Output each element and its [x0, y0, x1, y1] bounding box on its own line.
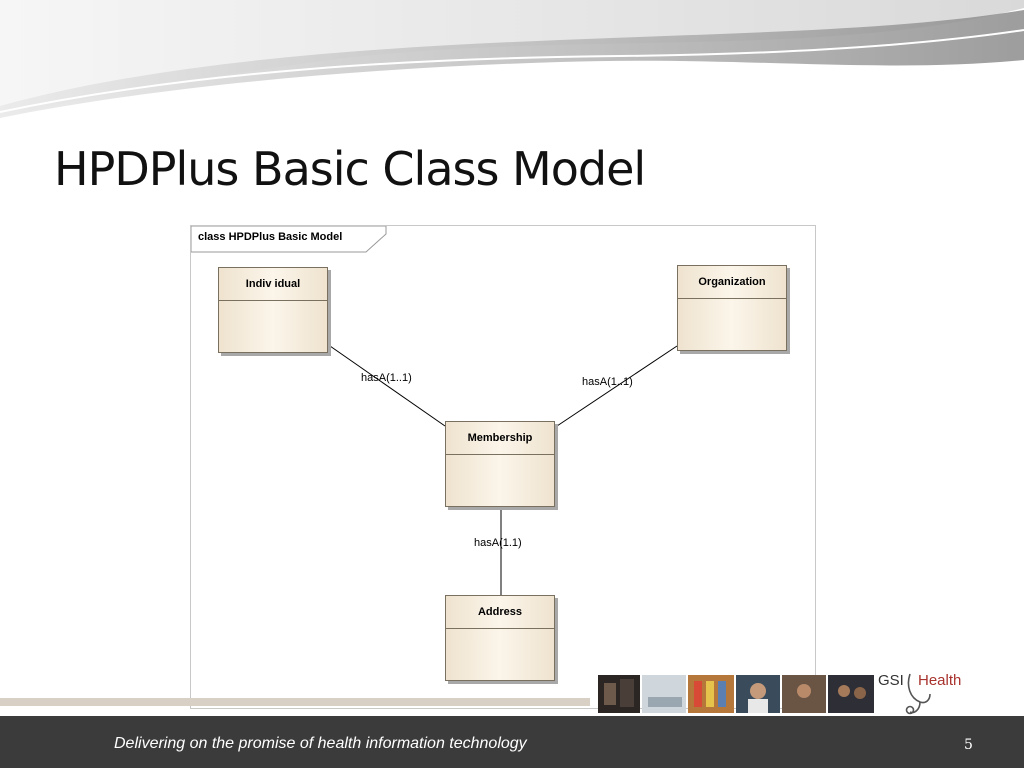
class-name-organization: Organization: [678, 266, 786, 299]
slide-title: HPDPlus Basic Class Model: [54, 142, 646, 196]
slide-number: 5: [964, 737, 973, 753]
logo-text-health: Health: [918, 672, 962, 689]
class-name-address: Address: [446, 596, 554, 629]
association-label-individual: hasA(1..1): [361, 372, 412, 384]
footer-accent-stripe: [0, 698, 590, 706]
class-name-individual: Indiv idual: [219, 268, 327, 301]
diagram-frame-label: class HPDPlus Basic Model: [198, 231, 343, 243]
association-line-individual-membership: [329, 345, 446, 427]
class-organization: Organization: [677, 265, 787, 351]
association-line-organization-membership: [556, 345, 678, 427]
photo-strip-image: [598, 675, 874, 713]
logo-text-gsi: GSI: [878, 672, 904, 689]
footer-tagline: Delivering on the promise of health info…: [114, 735, 527, 752]
uml-diagram-lines: [191, 226, 678, 596]
association-label-address: hasA(1.1): [474, 537, 522, 549]
gsi-health-logo: GSI Health: [876, 670, 986, 716]
header-swoosh-decoration: [0, 0, 1024, 118]
class-address: Address: [445, 595, 555, 681]
frame-label-tab: [191, 226, 387, 253]
class-name-membership: Membership: [446, 422, 554, 455]
class-individual: Indiv idual: [218, 267, 328, 353]
stethoscope-icon: [905, 673, 931, 715]
association-label-organization: hasA(1..1): [582, 376, 633, 388]
footer-bar: Delivering on the promise of health info…: [0, 716, 1024, 768]
uml-diagram-frame: class HPDPlus Basic Model Indiv idual Or…: [190, 225, 816, 709]
class-membership: Membership: [445, 421, 555, 507]
